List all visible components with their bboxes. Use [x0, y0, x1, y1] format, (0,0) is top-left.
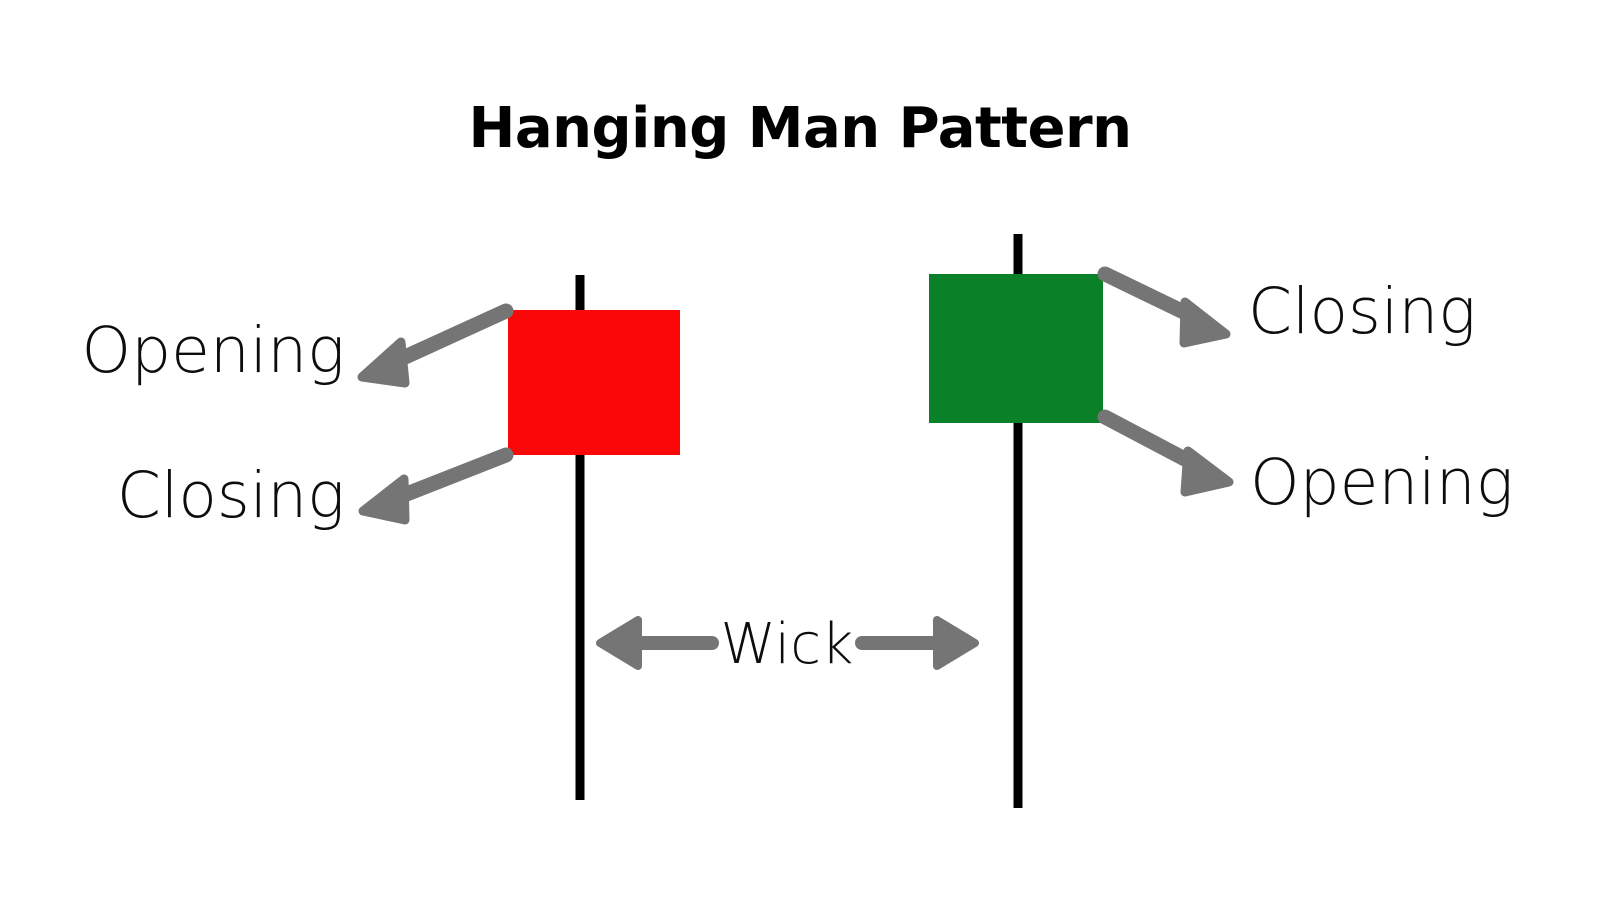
closing-arrow-left [358, 447, 514, 525]
arrow-head-right-icon [933, 616, 979, 670]
label-closing-right: Closing [1248, 275, 1476, 348]
arrow-head-icon [358, 474, 410, 525]
opening-arrow-right [1097, 409, 1234, 497]
bearish-candle-wick-line [575, 275, 585, 800]
label-opening-right: Opening [1250, 446, 1514, 519]
label-opening-left: Opening [81, 314, 345, 387]
page-title: Hanging Man Pattern [469, 96, 1132, 161]
arrow-head-icon [1180, 446, 1234, 497]
bullish-candle [929, 234, 1103, 808]
label-closing-left: Closing [117, 459, 345, 532]
arrow-head-icon [1179, 297, 1231, 348]
bullish-candle-body [929, 274, 1103, 423]
arrow-head-icon [357, 337, 410, 388]
arrow-head-left-icon [596, 616, 642, 670]
opening-arrow-left [357, 303, 514, 388]
bearish-candle-body [508, 310, 680, 455]
wick-annotation: Wick [596, 612, 979, 677]
closing-arrow-right [1097, 266, 1231, 348]
bullish-candle-wick-line [1013, 234, 1023, 808]
bearish-candle [508, 275, 680, 800]
label-wick: Wick [721, 612, 854, 677]
